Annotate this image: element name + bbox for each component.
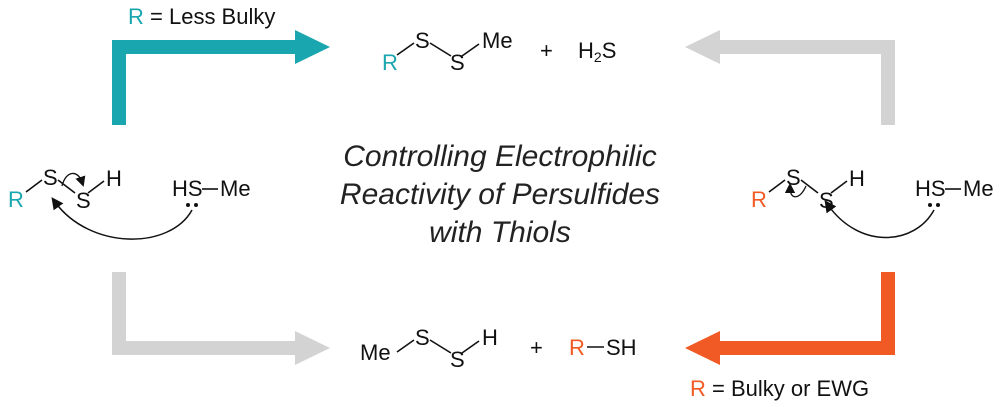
bottom-product-h: H [482,325,498,350]
title-line-1: Controlling Electrophilic [343,140,657,173]
teal-arrow [112,30,330,125]
bottom-product-plus: + [530,335,543,360]
left-persulfide-s2: S [76,188,91,213]
right-bond-arrow [784,182,807,198]
left-thiol-hs: HS [172,176,203,201]
right-attack-arrow [824,200,935,239]
bottom-product-s2: S [450,347,465,372]
r-group-orange: R [690,376,706,401]
top-product-me: Me [482,28,513,53]
top-product-r: R [382,50,398,75]
top-product-s1: S [415,28,430,53]
title-line-3: with Thiols [429,216,571,249]
right-persulfide-r: R [751,187,767,212]
r-group-teal: R [128,4,144,29]
title-line-2: Reactivity of Persulfides [339,178,661,211]
left-bond-arrow [61,172,86,187]
left-thiol-lone-pair [186,203,198,207]
bulky-ewg-label: R = Bulky or EWG [690,378,869,400]
left-attack-arrow [51,197,193,240]
right-thiol-lone-pair [928,203,940,207]
right-persulfide-bonds [768,179,961,194]
left-persulfide-r: R [8,187,24,212]
right-persulfide-s2: S [819,188,834,213]
diagram-title: Controlling Electrophilic Reactivity of … [290,138,710,252]
bottom-product-bonds [396,339,604,354]
orange-arrow [685,272,895,365]
gray-arrow-top [685,30,895,125]
left-thiol-me: Me [220,176,251,201]
h2s: H2S [578,38,617,65]
top-product-s2: S [450,50,465,75]
right-persulfide-s1: S [786,165,801,190]
less-bulky-label: R = Less Bulky [128,6,275,28]
bottom-product-s1: S [415,325,430,350]
left-persulfide-h: H [106,166,122,191]
gray-arrow-bottom [112,272,330,365]
bottom-product-me: Me [360,340,391,365]
top-product-plus: + [540,38,553,63]
bottom-product-r: R [569,335,585,360]
right-persulfide-h: H [849,166,865,191]
right-thiol-hs: HS [915,176,946,201]
bottom-product-sh: SH [606,335,637,360]
less-bulky-text: = Less Bulky [150,4,276,29]
top-product-bonds [396,42,480,57]
left-persulfide-s1: S [43,165,58,190]
bulky-ewg-text: = Bulky or EWG [712,376,870,401]
right-thiol-me: Me [963,176,994,201]
left-persulfide-bonds [25,179,218,194]
